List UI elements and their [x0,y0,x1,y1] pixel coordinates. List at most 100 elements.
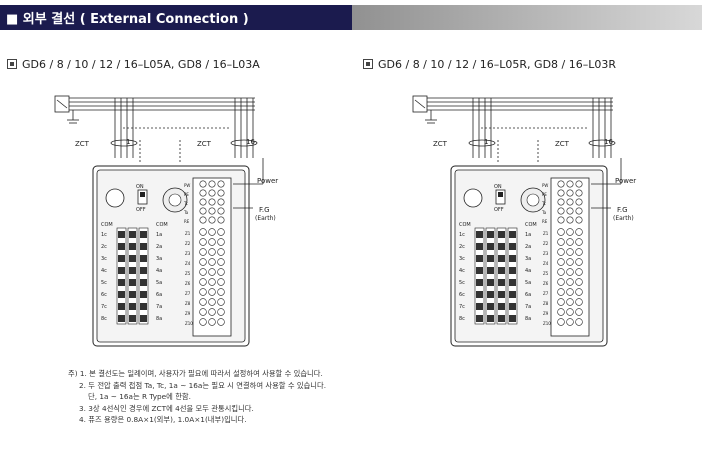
terminal-screw [140,279,147,286]
screw-icon [566,238,574,246]
terminal-screw [129,255,136,262]
right-terminal-label: 8a [525,316,531,322]
power-label: Power [257,177,278,185]
screw-icon [575,198,583,206]
screw-icon [208,228,216,236]
screw-icon [199,318,207,326]
screw-icon [217,248,225,256]
screw-icon [199,298,207,306]
right-terminal-label: 3a [525,256,531,262]
feeder-1-label: 1 [126,138,130,146]
right-terminal-label: 3a [156,256,162,262]
screw-icon [557,298,565,306]
left-terminal-label: 6c [101,292,107,298]
screw-icon [208,318,216,326]
screw-icon [208,298,216,306]
screw-icon [566,207,574,215]
screw-icon [199,248,207,256]
note-3: 3. 3상 4선식인 경우에 ZCT에 4선을 모두 관통시킵니다. [79,403,254,413]
right-terminal-label: 7a [156,304,162,310]
screw-icon [199,198,207,206]
terminal-screw [118,255,125,262]
screw-icon [575,228,583,236]
terminal-screw [476,243,483,250]
left-terminal-label: 5c [101,280,107,286]
screw-icon [575,207,583,215]
terminal-z-label-left: Z7 [543,291,549,296]
terminal-screw [487,267,494,274]
terminal-screw [498,279,505,286]
screw-icon [557,198,565,206]
terminal-screw [129,291,136,298]
terminal-column [116,227,127,325]
terminal-z-label-left: Z5 [185,271,191,276]
terminal-screw [129,231,136,238]
dial-inner [168,193,182,207]
terminal-top-label: Tc [541,201,546,206]
terminal-screw [129,315,136,322]
section-header: ■ 외부 결선 ( External Connection ) [0,5,702,30]
terminal-screw [140,315,147,322]
device-outline [92,165,250,347]
screw-icon [217,228,225,236]
screw-icon [575,258,583,266]
screw-icon [217,207,225,215]
screw-icon [557,189,565,197]
screw-icon [575,248,583,256]
right-terminal-label: 2a [156,244,162,250]
screw-icon [557,318,565,326]
screw-icon [575,278,583,286]
terminal-screw [118,291,125,298]
screw-icon [208,308,216,316]
screw-icon [566,308,574,316]
right-terminal-label: 4a [156,268,162,274]
terminal-screw [509,255,516,262]
terminal-top-label: PE [184,192,189,197]
screw-icon [566,228,574,236]
terminal-screw [509,267,516,274]
terminal-screw [487,243,494,250]
screw-icon [557,228,565,236]
left-terminal-label: 3c [101,256,107,262]
terminal-z-label-left: Z6 [543,281,549,286]
terminal-screw [118,303,125,310]
screw-icon [199,216,207,224]
left-terminal-label: 6c [459,292,465,298]
screw-icon [575,308,583,316]
terminal-z-label-left: Z8 [543,301,549,306]
terminal-top-label: RE [184,219,190,224]
screw-icon [566,268,574,276]
screw-icon [557,268,565,276]
zct-right-label: ZCT [555,140,570,148]
screw-icon [566,278,574,286]
model-label-r: GD6 / 8 / 10 / 12 / 16–L05R, GD8 / 16–L0… [363,58,616,71]
screw-icon [557,248,565,256]
screw-icon [208,258,216,266]
terminal-screw [487,315,494,322]
on-label: ON [494,184,502,190]
terminal-screw [509,303,516,310]
breaker-switch-icon [414,99,426,109]
terminal-screw [487,231,494,238]
terminal-column [138,227,149,325]
terminal-screw [509,231,516,238]
terminal-column [474,227,485,325]
left-terminal-label: 3c [459,256,465,262]
screw-icon [557,288,565,296]
screw-icon [217,189,225,197]
terminal-top-label: Tc [183,201,188,206]
terminal-z-label-left: Z10 [185,321,193,326]
com-label-left: COM [101,222,113,228]
terminal-top-label: PW [184,183,190,188]
screw-icon [208,268,216,276]
left-terminal-label: 1c [459,232,465,238]
terminal-z-label-left: Z9 [185,311,191,316]
device-outline [450,165,608,347]
note-2-sub: 단, 1a ~ 16a는 R Type에 한함. [88,392,191,402]
screw-icon [199,228,207,236]
terminal-z-label-left: Z4 [543,261,549,266]
terminal-top-label: RE [542,219,548,224]
screw-icon [199,268,207,276]
terminal-screw [476,315,483,322]
